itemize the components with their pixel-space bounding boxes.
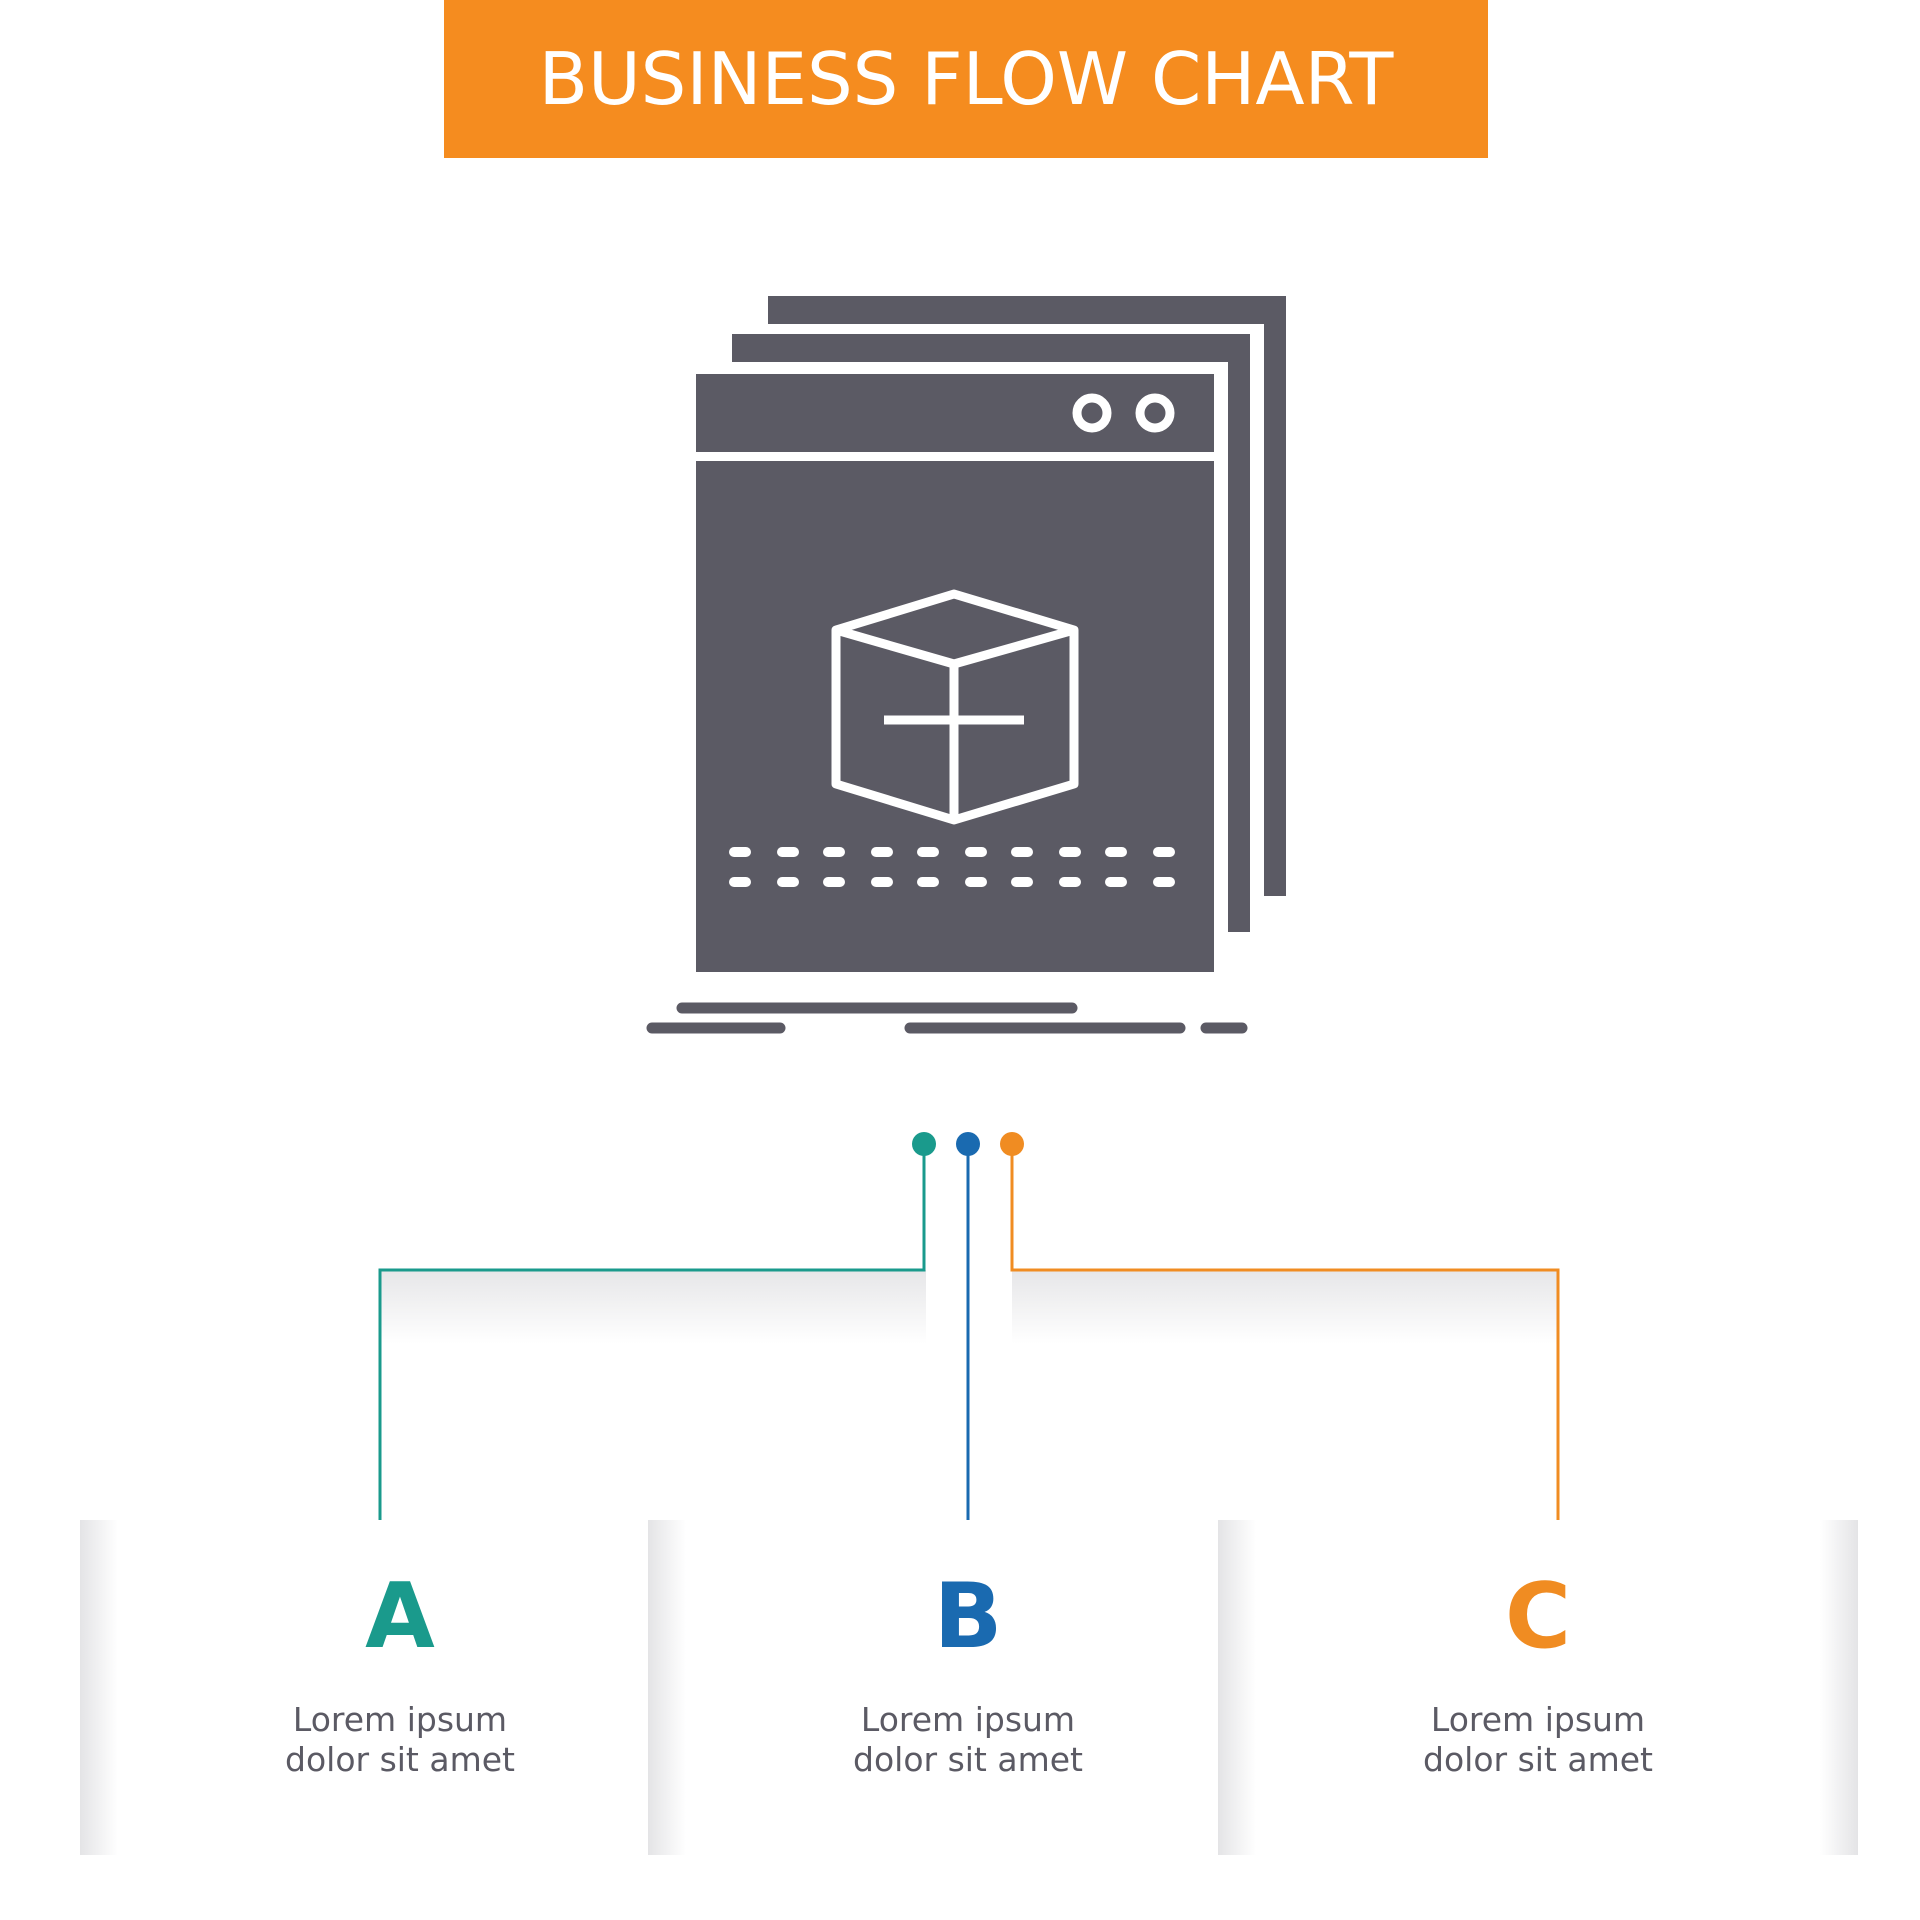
title-banner: BUSINESS FLOW CHART xyxy=(444,0,1488,158)
connector-a-dot xyxy=(912,1132,936,1156)
step-text-a-line2: dolor sit amet xyxy=(285,1740,515,1779)
step-letter-c: C xyxy=(1504,1564,1572,1669)
step-text-c-line2: dolor sit amet xyxy=(1423,1740,1653,1779)
step-card-c: C Lorem ipsum dolor sit amet xyxy=(1218,1520,1858,1855)
step-card-b: B Lorem ipsum dolor sit amet xyxy=(648,1520,1288,1855)
step-text-b-line1: Lorem ipsum xyxy=(860,1700,1076,1739)
connector-b-dot xyxy=(956,1132,980,1156)
step-text-a: Lorem ipsum dolor sit amet xyxy=(80,1700,720,1780)
step-letter-b: B xyxy=(933,1564,1003,1669)
connector-a-line xyxy=(378,1145,926,1540)
step-card-a: A Lorem ipsum dolor sit amet xyxy=(80,1520,720,1855)
step-text-b: Lorem ipsum dolor sit amet xyxy=(648,1700,1288,1780)
step-text-c-line1: Lorem ipsum xyxy=(1430,1700,1646,1739)
connector-shadow-right xyxy=(1012,1270,1558,1344)
connector-c-line xyxy=(1010,1145,1560,1540)
page-title: BUSINESS FLOW CHART xyxy=(538,37,1394,121)
step-text-c: Lorem ipsum dolor sit amet xyxy=(1218,1700,1858,1780)
step-text-b-line2: dolor sit amet xyxy=(853,1740,1083,1779)
step-letter-a: A xyxy=(365,1564,435,1669)
connector-shadow-left xyxy=(380,1270,926,1344)
step-text-a-line1: Lorem ipsum xyxy=(292,1700,508,1739)
connector-c-dot xyxy=(1000,1132,1024,1156)
